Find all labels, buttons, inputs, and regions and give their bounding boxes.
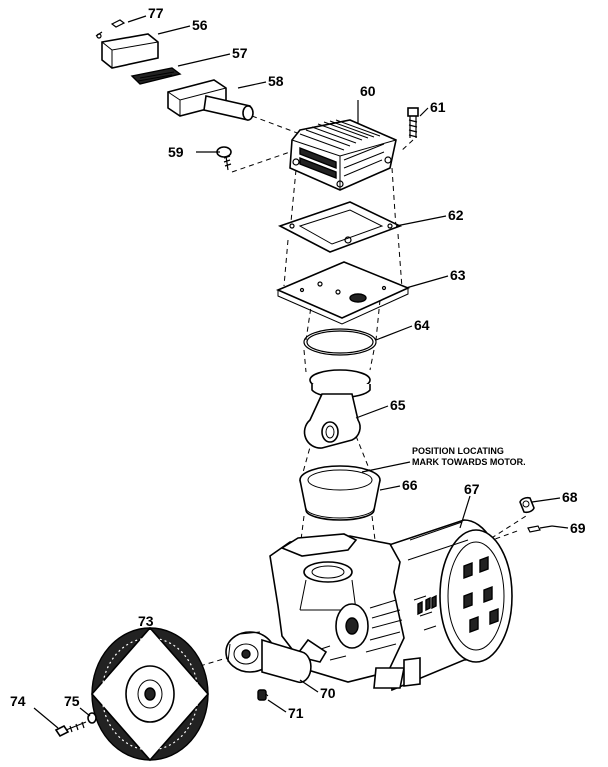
callout-58: 58 — [268, 73, 284, 89]
callout-73: 73 — [138, 613, 154, 629]
callout-69: 69 — [570, 520, 586, 536]
callout-62: 62 — [448, 207, 464, 223]
part-67-crankcase-motor — [269, 519, 513, 692]
part-63-valve-plate — [275, 261, 411, 325]
note-line-2: MARK TOWARDS MOTOR. — [412, 457, 526, 467]
leader-lines — [33, 15, 569, 729]
callout-65: 65 — [390, 397, 406, 413]
callout-74: 74 — [10, 693, 26, 709]
position-note: POSITION LOCATING MARK TOWARDS MOTOR. — [412, 446, 526, 467]
part-69-screw — [527, 525, 553, 533]
callout-57: 57 — [232, 45, 248, 61]
callout-63: 63 — [450, 267, 466, 283]
part-62-gasket — [277, 201, 403, 253]
callout-59: 59 — [168, 144, 184, 160]
part-73-fan — [90, 626, 210, 762]
callout-75: 75 — [64, 693, 80, 709]
part-65-piston-rod — [303, 369, 371, 449]
callout-64: 64 — [414, 317, 430, 333]
part-56-filter-cover — [101, 33, 159, 69]
part-71-setscrew — [257, 689, 267, 701]
part-59-screw — [216, 146, 291, 173]
part-66-cylinder-sleeve — [299, 465, 381, 521]
part-68-clip — [519, 496, 535, 514]
part-77-screw — [95, 19, 126, 39]
part-57-filter-element — [130, 67, 182, 85]
callout-67: 67 — [464, 481, 480, 497]
part-60-cylinder-head — [289, 119, 397, 191]
part-58-filter-housing — [167, 79, 301, 135]
callout-56: 56 — [192, 17, 208, 33]
part-61-bolt — [399, 107, 419, 153]
callout-70: 70 — [320, 685, 336, 701]
callout-71: 71 — [288, 705, 304, 721]
callout-61: 61 — [430, 99, 446, 115]
callout-68: 68 — [562, 489, 578, 505]
note-line-1: POSITION LOCATING — [412, 446, 504, 456]
callout-60: 60 — [360, 83, 376, 99]
callout-labels: 77 56 57 58 59 60 61 62 63 64 65 66 67 6… — [10, 5, 586, 721]
part-70-fan-hub — [225, 631, 312, 684]
callout-66: 66 — [402, 477, 418, 493]
callout-77: 77 — [148, 5, 164, 21]
part-75-washer — [87, 712, 97, 724]
part-64-o-ring — [303, 328, 377, 356]
part-74-bolt — [54, 721, 87, 738]
